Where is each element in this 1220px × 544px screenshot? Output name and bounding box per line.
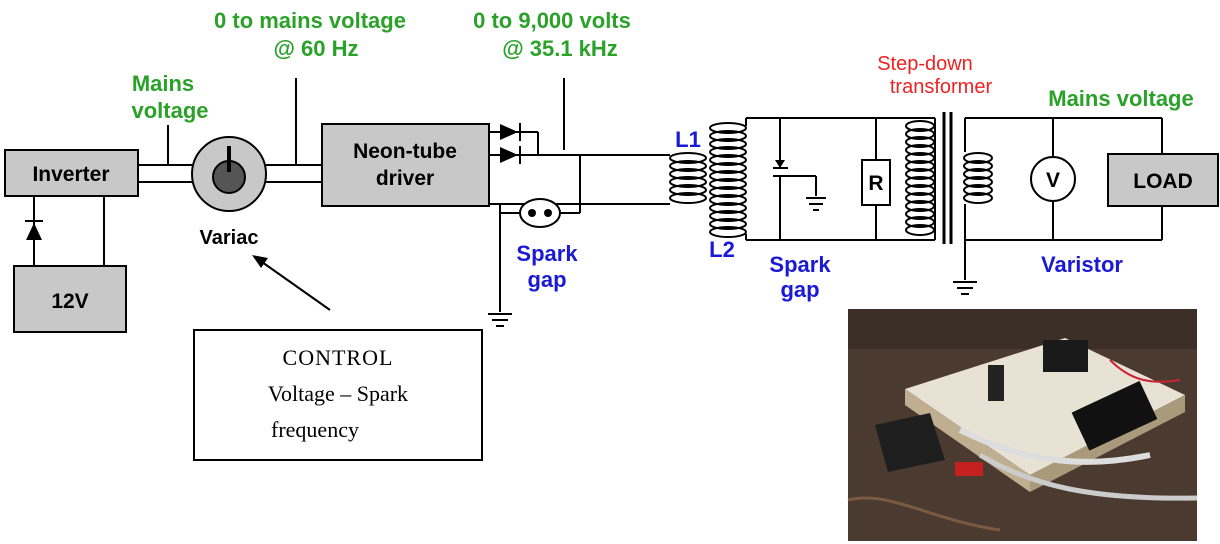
control-line-2: Voltage – Spark bbox=[268, 381, 408, 406]
l2-label: L2 bbox=[709, 237, 735, 262]
diode-icon bbox=[500, 124, 518, 140]
prototype-photo bbox=[848, 309, 1197, 541]
driver-range-label-2: @ 35.1 kHz bbox=[502, 36, 618, 61]
spark-gap-1-label-b: gap bbox=[527, 267, 566, 292]
secondary-coil-l2 bbox=[710, 123, 746, 237]
variac bbox=[192, 137, 266, 211]
neon-driver-label-2: driver bbox=[376, 167, 434, 190]
control-title: CONTROL bbox=[283, 345, 394, 370]
control-line-3: frequency bbox=[271, 417, 359, 442]
step-down-label-1: Step-down bbox=[877, 53, 973, 75]
hv-wiring bbox=[489, 155, 670, 312]
neon-driver-label-1: Neon-tube bbox=[353, 140, 457, 163]
battery-label: 12V bbox=[51, 290, 88, 313]
l1-label: L1 bbox=[675, 127, 701, 152]
varistor-label: Varistor bbox=[1041, 252, 1123, 277]
load-label: LOAD bbox=[1133, 170, 1193, 193]
transformer-core bbox=[944, 112, 951, 244]
neon-driver-box bbox=[322, 124, 489, 206]
resistor-label: R bbox=[868, 172, 883, 195]
voltmeter-label: V bbox=[1046, 169, 1060, 192]
transformer-secondary-coil bbox=[964, 153, 992, 203]
step-down-label-2: transformer bbox=[890, 76, 993, 98]
spark-gap-2-label-b: gap bbox=[780, 277, 819, 302]
mains-voltage-right-label: Mains voltage bbox=[1048, 86, 1193, 111]
spark-gap-2-label-a: Spark bbox=[769, 252, 831, 277]
primary-coil-l1 bbox=[670, 153, 706, 203]
spark-gap-1 bbox=[520, 199, 560, 227]
rectifier-diodes bbox=[489, 123, 538, 164]
ground-icon bbox=[488, 314, 512, 326]
transformer-primary-coil bbox=[906, 121, 934, 235]
variac-range-label-2: @ 60 Hz bbox=[273, 36, 358, 61]
inverter-variac-wiring bbox=[138, 165, 192, 182]
ground-icon bbox=[953, 282, 977, 294]
variac-range-label-1: 0 to mains voltage bbox=[214, 8, 406, 33]
variac-label: Variac bbox=[200, 227, 259, 249]
battery-inverter-wiring bbox=[25, 196, 104, 266]
diode-icon bbox=[26, 223, 42, 240]
inverter-label: Inverter bbox=[32, 163, 109, 186]
mains-voltage-left-label-2: voltage bbox=[131, 98, 208, 123]
spark-gap-1-label-a: Spark bbox=[516, 241, 578, 266]
control-arrow-icon bbox=[252, 255, 330, 310]
ground-icon bbox=[806, 198, 826, 210]
driver-range-label-1: 0 to 9,000 volts bbox=[473, 8, 631, 33]
mains-voltage-left-label-1: Mains bbox=[132, 71, 194, 96]
variac-driver-wiring bbox=[266, 165, 322, 182]
